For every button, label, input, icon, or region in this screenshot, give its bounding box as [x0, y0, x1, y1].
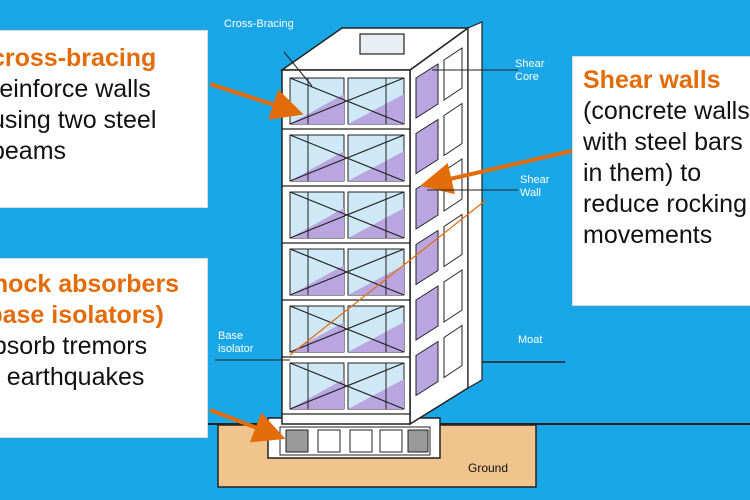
callout-cross-bracing-line-2: using two steel	[0, 106, 157, 134]
label-shear-wall-line-2: Wall	[520, 187, 541, 199]
callout-shear-walls-line-2: with steel bars	[583, 128, 743, 156]
label-shear-core-line-2: Core	[515, 71, 539, 83]
label-base-isolator-line-1: Base	[218, 330, 244, 342]
label-base-isolator-line-2: isolator	[218, 343, 254, 355]
label-base-isolator: Base isolator	[218, 330, 253, 356]
cross-brace	[289, 248, 405, 296]
label-cross-bracing: Cross-Bracing	[224, 18, 294, 30]
floor-bay	[282, 305, 410, 358]
floor-bay	[282, 362, 410, 415]
side-panel	[415, 269, 463, 341]
floor-bay	[282, 191, 410, 244]
callout-cross-bracing-line-3: beams	[0, 137, 67, 165]
callout-shear-walls-line-3: in them) to	[583, 159, 702, 187]
arrow-shear-wall	[420, 148, 577, 195]
shear-wall-panels	[415, 47, 463, 397]
cross-brace	[289, 191, 405, 239]
leader-base-isolator	[289, 199, 487, 356]
callout-shear-walls-line-1: (concrete walls	[583, 97, 750, 125]
label-ground: Ground	[468, 461, 509, 475]
cross-brace	[289, 77, 405, 125]
label-shear-wall: Shear Wall	[520, 174, 549, 200]
side-panel	[415, 324, 463, 397]
callout-shock-absorbers-line-1: absorb tremors	[0, 332, 148, 360]
callout-shock-absorbers-title-1: shock absorbers	[0, 270, 180, 298]
floor-bay	[282, 248, 410, 301]
label-shear-core: Shear Core	[515, 58, 544, 84]
side-panel	[415, 213, 463, 286]
floor-bay	[282, 134, 410, 187]
callout-shear-walls-line-4: reduce rocking	[583, 190, 747, 218]
side-panel	[415, 102, 463, 175]
callout-cross-bracing-title: cross-bracing	[0, 44, 157, 72]
cross-brace	[289, 134, 405, 182]
cross-brace	[289, 362, 405, 410]
callout-shock-absorbers-line-2: of earthquakes	[0, 363, 145, 391]
label-shear-core-line-1: Shear	[515, 58, 545, 70]
callout-shock-absorbers-title-2: (base isolators)	[0, 301, 164, 329]
label-moat: Moat	[518, 334, 543, 346]
callout-cross-bracing: cross-bracing reinforce walls using two …	[0, 30, 208, 208]
cross-brace	[289, 305, 405, 353]
callout-shear-walls-line-5: movements	[583, 221, 713, 249]
callout-shock-absorbers: shock absorbers (base isolators) absorb …	[0, 258, 208, 438]
arrow-cross-bracing	[209, 82, 304, 120]
callout-shear-walls-title: Shear walls	[583, 66, 721, 94]
label-shear-wall-line-1: Shear	[520, 174, 550, 186]
callout-shear-walls: Shear walls (concrete walls with steel b…	[572, 56, 750, 306]
callout-cross-bracing-line-1: reinforce walls	[0, 75, 151, 103]
base-isolators	[279, 426, 431, 456]
arrow-base-isolator	[209, 408, 286, 443]
side-panel	[415, 47, 463, 119]
roof-structure	[359, 33, 405, 55]
